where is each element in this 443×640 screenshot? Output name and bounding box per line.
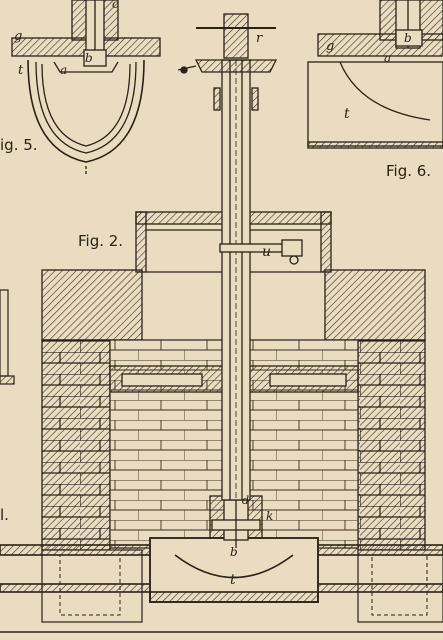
fig2-label-b: b — [230, 545, 238, 559]
figure-5 — [11, 0, 161, 176]
fig5-label-t: t — [18, 63, 24, 78]
fig5-title: ig. 5. — [0, 136, 38, 154]
fig2-label-u: u — [262, 244, 271, 260]
right-brick-wall — [357, 339, 426, 551]
hydrant-head — [177, 13, 278, 111]
fig2-label-d: d — [242, 494, 249, 507]
right-top-masonry — [324, 269, 426, 341]
valve-body — [209, 495, 263, 548]
fig6-label-g: g — [326, 39, 334, 54]
left-brick-wall — [41, 339, 111, 551]
fig2-label-t: t — [230, 572, 236, 588]
fig6-label-t: t — [344, 106, 350, 122]
left-top-masonry — [41, 269, 143, 341]
fig5-label-b: b — [85, 51, 93, 65]
fig6-label-a: a — [384, 51, 391, 65]
fig6-label-b: b — [404, 31, 412, 45]
fig2-label-k: k — [266, 509, 273, 523]
fig2-label-r: r — [256, 31, 263, 46]
fig5-label-g: g — [14, 29, 22, 44]
fig2-title: Fig. 2. — [78, 232, 123, 250]
spindle-rod — [221, 59, 251, 501]
fig5-label-a: a — [60, 63, 67, 77]
fig5-label-c: c — [112, 0, 119, 11]
figure-6 — [307, 0, 443, 149]
lever-u — [219, 239, 303, 265]
edge-label-l: l. — [0, 506, 9, 524]
fig6-title: Fig. 6. — [386, 162, 431, 180]
left-edge-stand-fragment — [0, 289, 15, 385]
water-main-pipe — [0, 537, 443, 603]
